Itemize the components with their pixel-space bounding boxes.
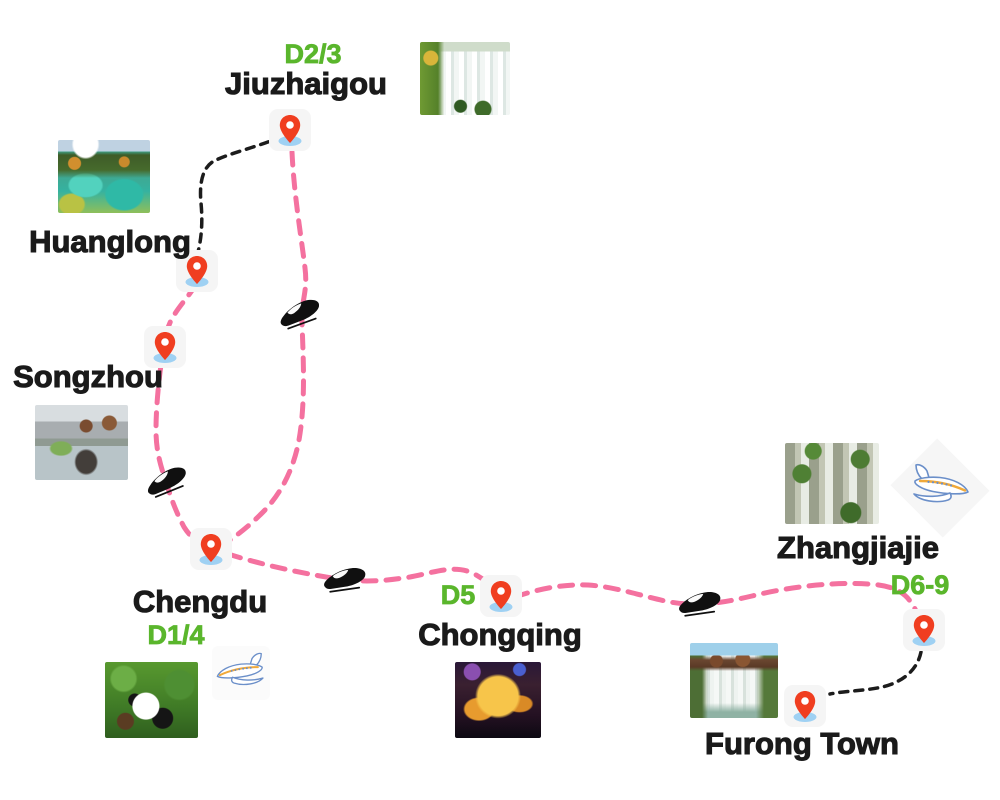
train-icon-chongqing-zhangjiajie	[676, 587, 725, 620]
plane-icon-chengdu	[212, 646, 270, 700]
huanglong-pin-icon	[176, 250, 218, 292]
songzhou-pin-icon	[144, 326, 186, 368]
route-jiuzhaigou-to-chengdu	[221, 149, 309, 547]
plane-icon-zhangjiajie	[890, 438, 990, 538]
route-jiuzhaigou-to-huanglong	[196, 134, 284, 254]
chongqing-label: Chongqing	[418, 617, 583, 652]
chengdu-pin-icon	[190, 528, 232, 570]
furong-town-pin-icon	[784, 685, 826, 727]
huanglong-photo	[58, 140, 150, 213]
chongqing-day-label: D5	[440, 580, 476, 610]
chengdu-label: Chengdu	[132, 584, 268, 619]
zhangjiajie-pin-icon	[903, 609, 945, 651]
route-chongqing-to-zhangjiajie	[512, 581, 924, 626]
jiuzhaigou-label: Jiuzhaigou	[225, 66, 388, 101]
chongqing-pin-icon	[480, 575, 522, 617]
train-icon-chengdu-chongqing	[321, 563, 370, 596]
chongqing-photo	[455, 662, 541, 738]
songzhou-photo	[35, 405, 128, 480]
furong-town-photo	[690, 643, 778, 718]
train-icon-jiuzhaigou-chengdu	[274, 293, 326, 334]
zhangjiajie-photo	[785, 443, 879, 524]
jiuzhaigou-pin-icon	[269, 109, 311, 151]
chengdu-panda-photo	[105, 662, 198, 738]
chengdu-day-label: D1/4	[147, 620, 205, 650]
jiuzhaigou-photo	[420, 42, 510, 115]
furong-town-label: Furong Town	[704, 726, 899, 761]
songzhou-label: Songzhou	[13, 359, 164, 394]
zhangjiajie-label: Zhangjiajie	[776, 530, 939, 565]
route-zhangjiajie-to-furong-town	[828, 650, 923, 696]
route-huanglong-to-chengdu-via-songzhou	[153, 281, 210, 551]
zhangjiajie-day-label: D6-9	[890, 570, 950, 600]
huanglong-label: Huanglong	[29, 224, 192, 259]
route-chengdu-to-chongqing	[225, 551, 500, 595]
train-icon-songzhou-chengdu	[141, 460, 194, 502]
jiuzhaigou-day-label: D2/3	[284, 39, 342, 69]
